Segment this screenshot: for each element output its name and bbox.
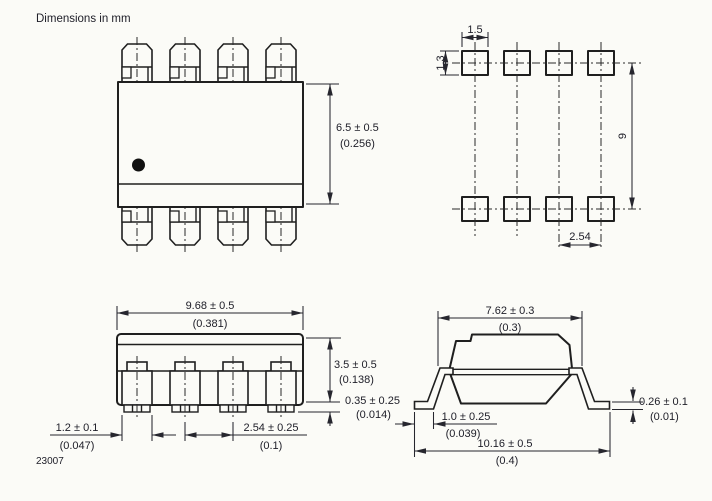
- package-side-view: 9.68 ± 0.5 (0.381) 3.5 ± 0.5 (0.138) 0.3…: [50, 300, 400, 452]
- dim-body-height-in: (0.256): [340, 138, 375, 150]
- dim-height-mm: 3.5 ± 0.5: [334, 359, 377, 371]
- pin-bottom-2: [169, 200, 201, 253]
- dim-pad-pitch: 2.54: [569, 231, 590, 243]
- pin-top-2: [169, 36, 201, 89]
- package-body-side: [116, 333, 304, 406]
- pin-top-3: [217, 36, 249, 89]
- side-pin-4: [265, 355, 297, 421]
- page-title: Dimensions in mm: [36, 13, 131, 25]
- dim-body-width-mm: 7.62 ± 0.3: [486, 305, 535, 317]
- pin-bottom-3: [217, 200, 249, 253]
- gullwing-lead-right: [568, 367, 611, 410]
- dim-length-mm: 9.68 ± 0.5: [186, 300, 235, 312]
- side-pin-3: [217, 355, 249, 421]
- pin-bottom-4: [265, 200, 297, 253]
- pin-bottom-1: [121, 200, 153, 253]
- dim-foot-length-in: (0.039): [446, 428, 481, 440]
- dim-standoff-mm: 0.35 ± 0.25: [345, 395, 400, 407]
- dim-foot-length-mm: 1.0 ± 0.25: [442, 411, 491, 423]
- dim-pitch-mm: 2.54 ± 0.25: [244, 422, 299, 434]
- dim-lead-thickness-in: (0.01): [650, 411, 679, 423]
- gullwing-lead-left: [413, 367, 454, 410]
- dim-lead-width-mm: 1.2 ± 0.1: [56, 422, 99, 434]
- dim-pad-width: 1.5: [467, 24, 482, 36]
- package-top-view: 6.5 ± 0.5 (0.256): [117, 36, 379, 253]
- figure-number: 23007: [36, 456, 64, 467]
- dim-body-width-in: (0.3): [499, 322, 522, 334]
- dim-overall-span-in: (0.4): [496, 455, 519, 467]
- side-pin-1: [121, 355, 153, 421]
- pin-top-4: [265, 36, 297, 89]
- dim-length-in: (0.381): [193, 318, 228, 330]
- dim-height-in: (0.138): [339, 374, 374, 386]
- dim-overall-span-mm: 10.16 ± 0.5: [478, 438, 533, 450]
- package-end-view: 7.62 ± 0.3 (0.3) 0.26 ± 0.1 (0.01) 1.0 ±…: [395, 305, 688, 467]
- dim-standoff-in: (0.014): [356, 409, 391, 421]
- dim-pad-height: 1.3: [435, 55, 447, 70]
- dim-lead-thickness-mm: 0.26 ± 0.1: [639, 396, 688, 408]
- side-pin-2: [169, 355, 201, 421]
- solder-pad-view: 1.5 1.3 9 2.54: [435, 24, 641, 249]
- pin1-dot: [132, 158, 145, 172]
- dim-row-spacing: 9: [617, 133, 629, 139]
- pin-top-1: [121, 36, 153, 89]
- dim-pitch-in: (0.1): [260, 440, 283, 452]
- package-body: [117, 81, 304, 208]
- dim-body-height-mm: 6.5 ± 0.5: [336, 122, 379, 134]
- dim-lead-width-in: (0.047): [60, 440, 95, 452]
